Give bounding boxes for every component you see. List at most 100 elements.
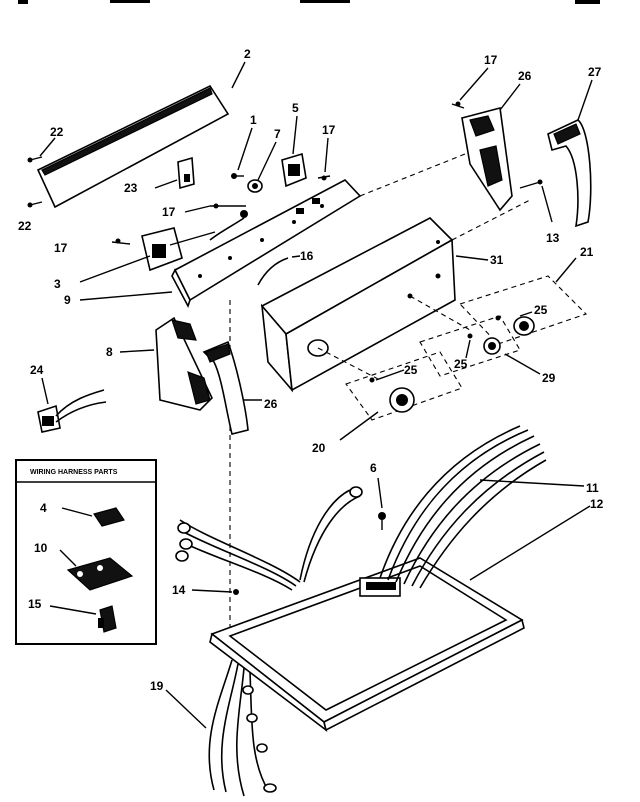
callout-labels: 2 22 22 23 1 7 5 17 17 26 27 17 13 21 17… — [18, 47, 604, 693]
leader-25b — [465, 339, 471, 359]
callout-15: 15 — [28, 597, 42, 611]
callout-11: 11 — [586, 481, 599, 495]
leader-6 — [377, 477, 383, 509]
leader-11 — [479, 479, 585, 487]
leader-7 — [257, 141, 277, 181]
screw-17-d — [210, 203, 248, 218]
leader-21 — [555, 257, 577, 283]
callout-8: 8 — [106, 345, 113, 359]
callout-22a: 22 — [50, 125, 64, 139]
part-26-left-end-cap — [202, 340, 249, 435]
part-13-screw — [519, 179, 543, 189]
callout-27: 27 — [588, 65, 602, 79]
callout-29: 29 — [542, 371, 556, 385]
callout-20: 20 — [312, 441, 326, 455]
leader-17b — [324, 137, 329, 173]
part-16-wire — [257, 257, 289, 286]
callout-23: 23 — [124, 181, 138, 195]
part-29-knob — [419, 315, 521, 377]
part-23-clip — [177, 156, 195, 190]
callout-4: 4 — [40, 501, 47, 515]
callout-6: 6 — [370, 461, 377, 475]
wire-small — [209, 217, 245, 241]
callout-9: 9 — [64, 293, 71, 307]
dash-3 — [317, 347, 381, 381]
callout-5: 5 — [292, 101, 299, 115]
dash-4 — [409, 295, 471, 331]
callout-25b: 25 — [454, 357, 468, 371]
leader-27 — [577, 79, 593, 121]
part-11-wiring-harness — [379, 425, 547, 589]
inset-title: WIRING HARNESS PARTS — [30, 469, 118, 476]
callout-17b: 17 — [322, 123, 336, 137]
callout-12: 12 — [590, 497, 604, 511]
part-10-plug — [66, 557, 134, 591]
part-5-switch — [281, 152, 307, 188]
leader-25a — [519, 311, 533, 317]
leader-8 — [119, 349, 155, 353]
part-1-screw — [231, 173, 244, 179]
leader-16 — [291, 255, 301, 258]
harness-wires-left — [175, 486, 363, 591]
screw-17-a — [451, 101, 465, 109]
callout-16: 16 — [300, 249, 314, 263]
callout-26a: 26 — [518, 69, 532, 83]
callout-17c: 17 — [54, 241, 68, 255]
callout-10: 10 — [34, 541, 48, 555]
leader-14 — [191, 589, 233, 593]
part-3-timer — [141, 227, 216, 272]
leader-22a — [39, 137, 56, 157]
leader-26a — [499, 83, 521, 111]
leader-2 — [231, 61, 246, 89]
leader-29 — [504, 353, 541, 375]
callout-3: 3 — [54, 277, 61, 291]
leader-23 — [154, 179, 178, 189]
leader-9 — [79, 291, 173, 301]
part-31-console — [260, 217, 456, 393]
part-6-screw — [378, 512, 386, 530]
leader-1 — [237, 127, 253, 171]
leader-13 — [541, 185, 553, 223]
leader-19 — [165, 689, 207, 729]
part-24-harness — [37, 389, 107, 433]
leader-17d — [184, 205, 211, 213]
callout-24: 24 — [30, 363, 44, 377]
callout-13: 13 — [546, 231, 560, 245]
leader-5 — [292, 115, 298, 155]
leader-24 — [41, 377, 49, 405]
callout-22b: 22 — [18, 219, 32, 233]
leader-20 — [339, 411, 379, 441]
top-edge-fragments — [18, 0, 600, 4]
callout-21: 21 — [580, 245, 594, 259]
callout-26b: 26 — [264, 397, 278, 411]
callout-25c: 25 — [404, 363, 418, 377]
screw-22-top — [27, 156, 43, 163]
callout-2: 2 — [244, 47, 251, 61]
screw-17-c — [111, 238, 131, 245]
leader-25c — [375, 369, 405, 381]
dash-1 — [359, 139, 501, 197]
part-20-knob-group — [345, 351, 463, 421]
part-26-right-bracket — [461, 106, 513, 212]
part-27-end-cap — [547, 119, 592, 228]
leader-17a — [459, 67, 489, 101]
part-15-terminal — [98, 605, 117, 633]
callout-17d: 17 — [162, 205, 176, 219]
screw-22-bottom — [27, 201, 43, 208]
callout-17a: 17 — [484, 53, 498, 67]
callout-7: 7 — [274, 127, 281, 141]
callout-31: 31 — [490, 253, 504, 267]
screw-17-b — [317, 175, 331, 181]
part-2-rear-panel — [36, 84, 230, 209]
part-7-light — [247, 179, 263, 193]
leader-3 — [79, 255, 151, 283]
part-19-harness — [208, 659, 277, 797]
leader-31 — [455, 255, 489, 261]
callout-14: 14 — [172, 583, 186, 597]
dash-2 — [451, 199, 531, 241]
callout-25a: 25 — [534, 303, 548, 317]
part-12-base-top — [209, 557, 525, 733]
wiring-harness-inset: WIRING HARNESS PARTS — [15, 459, 157, 645]
callout-1: 1 — [250, 113, 257, 127]
